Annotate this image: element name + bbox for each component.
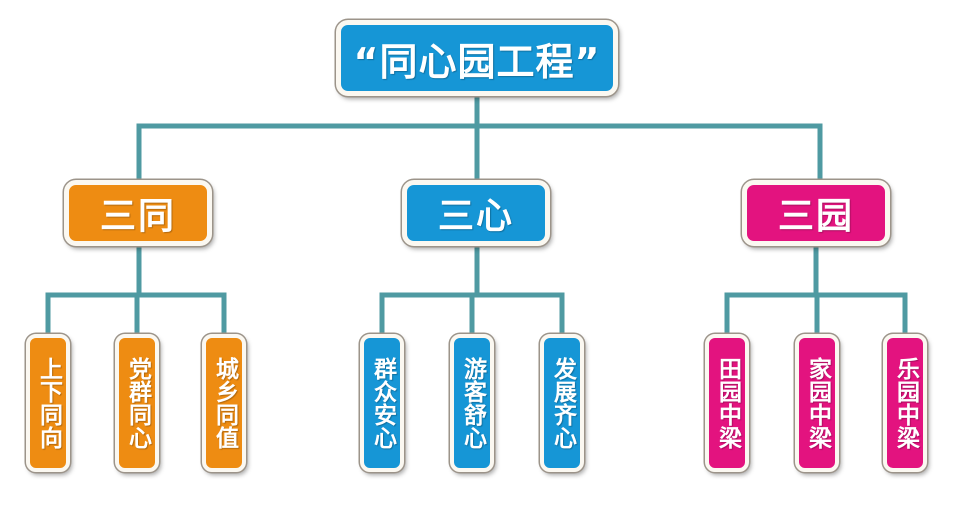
branch-node-santong: 三同 <box>64 180 212 246</box>
branch-node-label: 三心 <box>437 196 514 237</box>
leaf-node-label: 上下同向 <box>35 357 62 449</box>
branch-node-sanyuan: 三园 <box>742 180 890 246</box>
leaf-node-label: 家园中梁 <box>804 357 831 449</box>
leaf-node-label: 党群同心 <box>124 357 151 449</box>
leaf-node-label: 发展齐心 <box>549 357 576 449</box>
branch-node-label: 三园 <box>777 196 854 237</box>
leaf-node-label: 城乡同值 <box>211 357 238 449</box>
leaf-node: 家园中梁 <box>795 334 839 472</box>
leaf-node-label: 游客舒心 <box>459 357 486 449</box>
root-node: “同心园工程” <box>336 20 618 96</box>
root-node-label: “同心园工程” <box>353 39 601 84</box>
branch-node-sanxin: 三心 <box>402 180 550 246</box>
leaf-node: 城乡同值 <box>202 334 246 472</box>
leaf-node-label: 田园中梁 <box>714 357 741 449</box>
leaf-node-label: 群众安心 <box>369 357 396 449</box>
leaf-node: 发展齐心 <box>540 334 584 472</box>
leaf-node-label: 乐园中梁 <box>892 357 919 449</box>
leaf-node: 田园中梁 <box>705 334 749 472</box>
branch-node-label: 三同 <box>99 196 176 237</box>
leaf-node: 游客舒心 <box>450 334 494 472</box>
leaf-node: 乐园中梁 <box>883 334 927 472</box>
leaf-node: 群众安心 <box>360 334 404 472</box>
leaf-node: 党群同心 <box>115 334 159 472</box>
leaf-node: 上下同向 <box>26 334 70 472</box>
